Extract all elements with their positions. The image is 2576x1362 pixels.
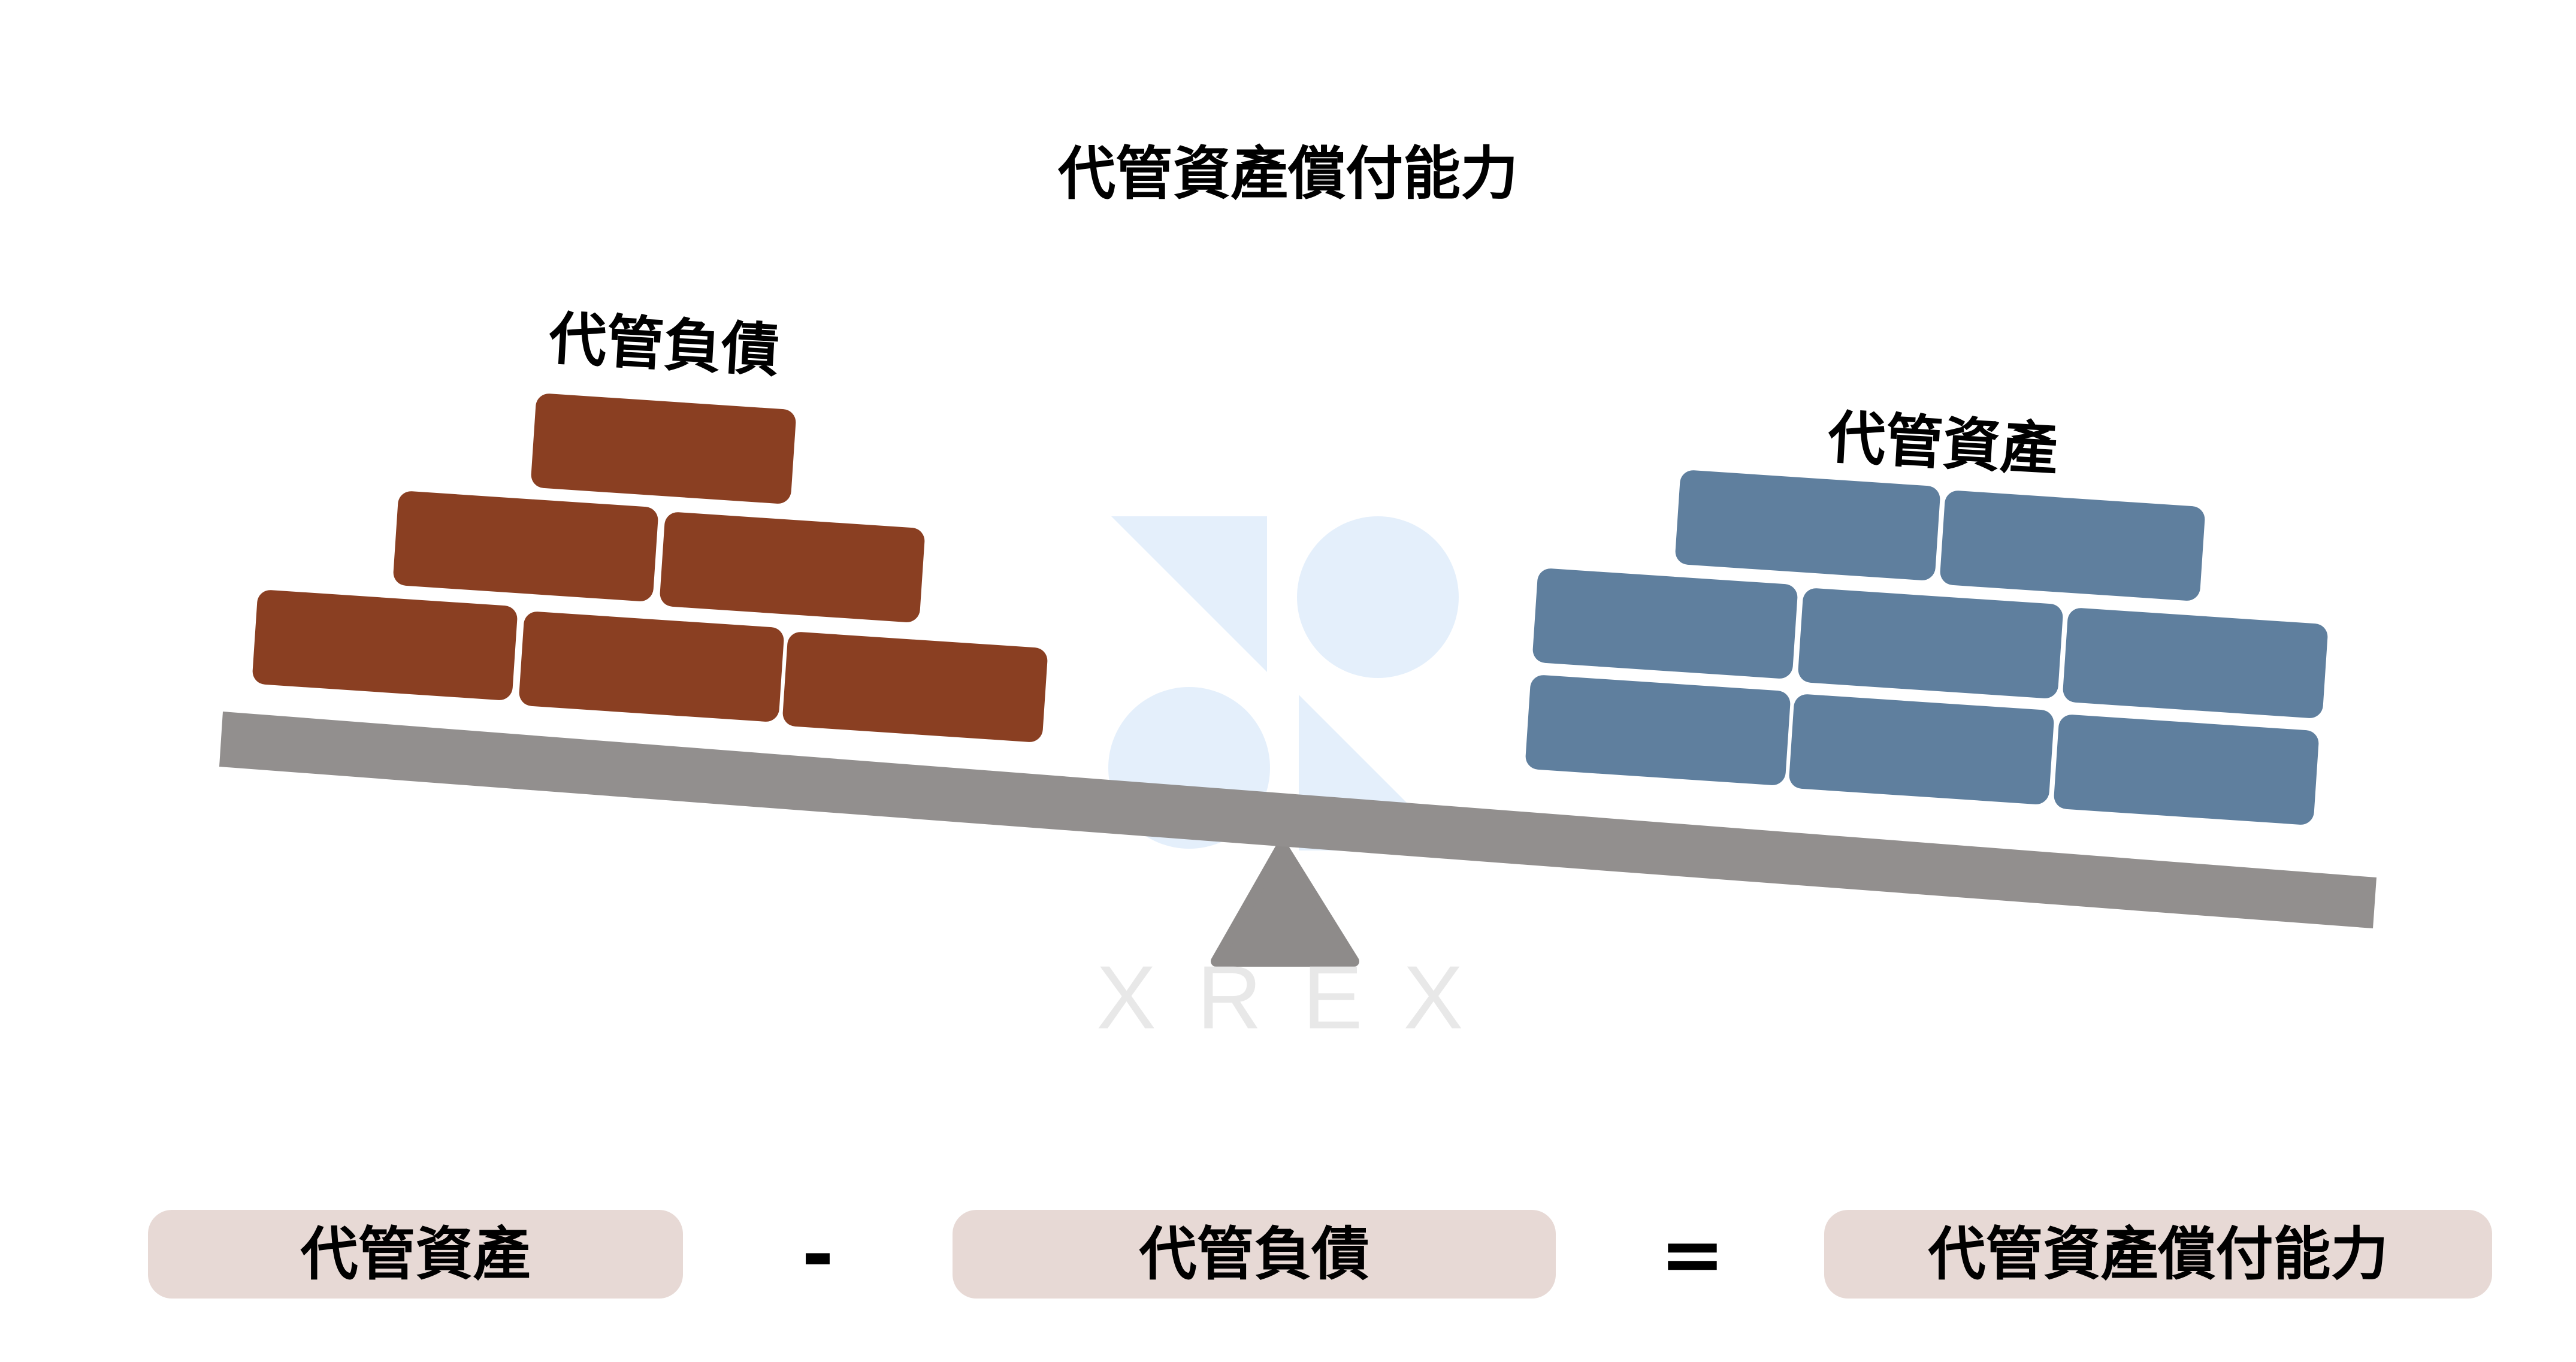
liability-brick — [660, 512, 925, 622]
asset-brick — [1525, 675, 1791, 785]
liability-brick — [531, 394, 796, 504]
assets-label: 代管資產 — [1826, 403, 2060, 484]
liability-brick — [782, 632, 1048, 742]
liability-brick — [252, 590, 518, 700]
equation-minus-sign: - — [802, 1209, 834, 1300]
asset-brick — [1798, 588, 2063, 698]
diagram-title: 代管資產償付能力 — [1058, 140, 1518, 207]
equation-equals-sign: = — [1659, 1209, 1725, 1300]
asset-brick — [1789, 694, 2054, 804]
liability-brick — [393, 491, 658, 601]
asset-brick — [1940, 491, 2205, 601]
equation-result-term: 代管資產償付能力 — [1824, 1210, 2492, 1299]
xrex-watermark-text: XREX — [1096, 947, 1504, 1048]
asset-brick — [2054, 715, 2319, 825]
liabilities-label: 代管負債 — [547, 304, 781, 385]
equation-liabilities-term: 代管負債 — [953, 1210, 1556, 1299]
asset-brick — [2063, 608, 2328, 718]
scale-fulcrum — [1211, 840, 1359, 967]
liability-brick — [519, 612, 784, 722]
assets-brick-stack — [1525, 470, 2328, 825]
asset-brick — [1675, 470, 1940, 580]
scale-beam — [219, 712, 2377, 928]
asset-brick — [1532, 568, 1798, 679]
equation-assets-term: 代管資產 — [148, 1210, 683, 1299]
liabilities-brick-stack — [252, 394, 1048, 742]
